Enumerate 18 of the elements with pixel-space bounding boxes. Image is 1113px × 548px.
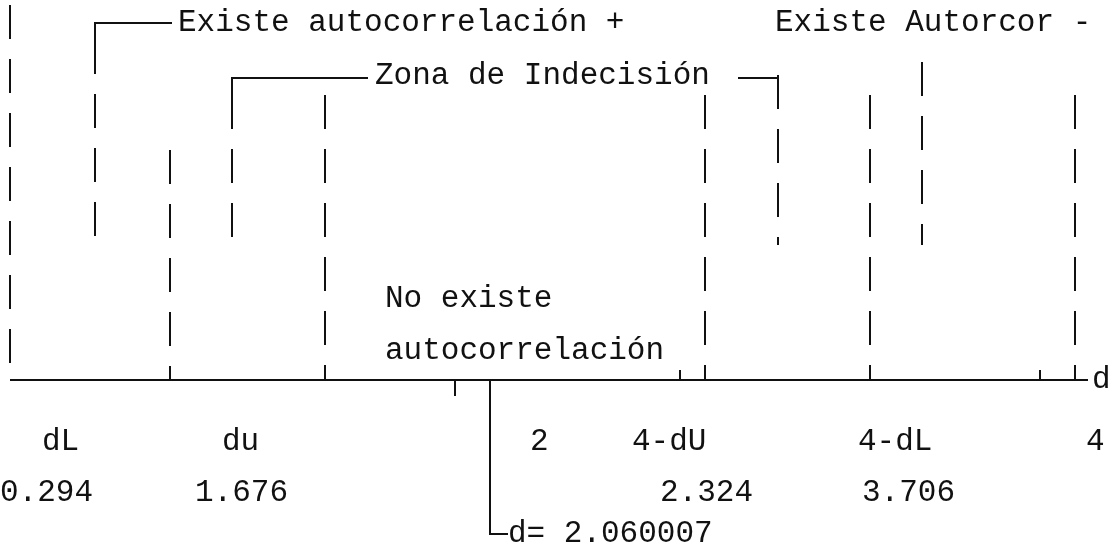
value-label: d= 2.060007 xyxy=(508,517,713,548)
tick-label: 4 xyxy=(1086,425,1105,459)
tick-label: 4-dU xyxy=(632,425,707,459)
bracket-label: Zona de Indecisión xyxy=(375,59,710,93)
axis-label: d xyxy=(1092,363,1111,397)
tick-label: dL xyxy=(42,425,80,459)
leader-line xyxy=(489,395,509,535)
tick-value: 2.324 xyxy=(660,476,753,510)
tick-value: 1.676 xyxy=(195,476,288,510)
bracket-label: Existe Autorcor - xyxy=(775,6,1092,40)
tick-label: 2 xyxy=(530,425,549,459)
tick-label: 4-dL xyxy=(858,425,933,459)
tick-mark xyxy=(489,381,491,396)
bracket-label: Existe autocorrelación + xyxy=(178,6,625,40)
tick-value: 3.706 xyxy=(862,476,955,510)
region-label: No existe autocorrelación xyxy=(385,280,666,370)
tick-label: du xyxy=(222,425,260,459)
tick-value: 0.294 xyxy=(0,476,93,510)
